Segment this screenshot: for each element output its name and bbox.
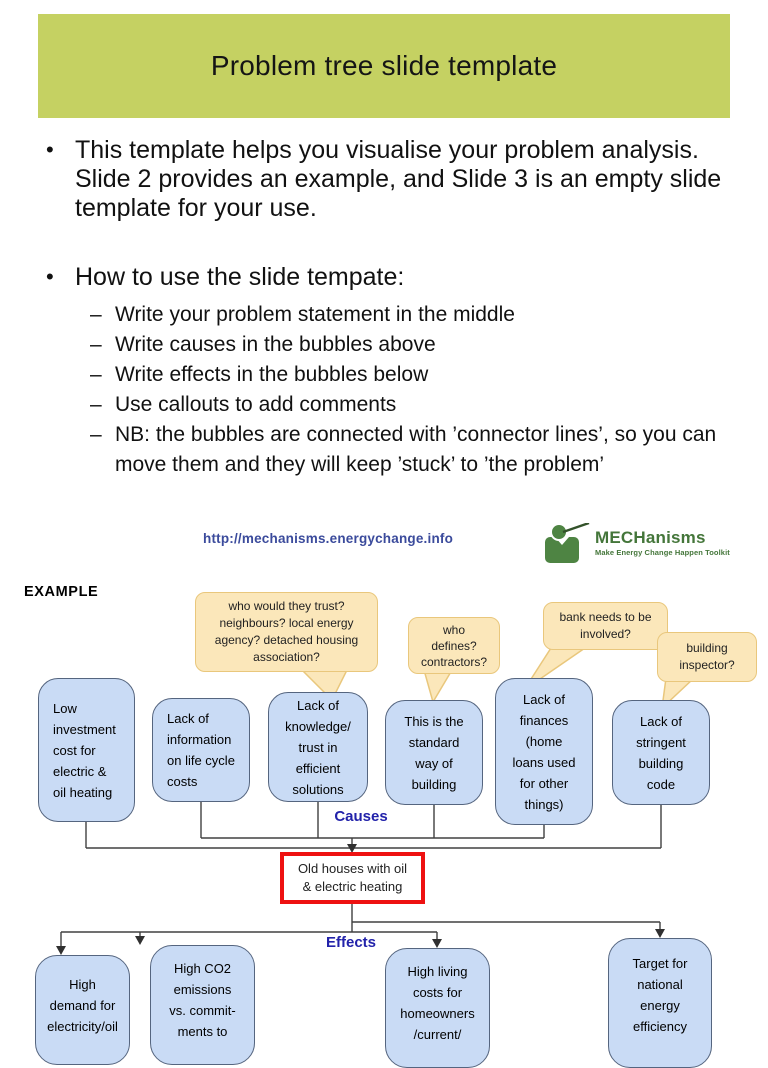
arrowhead (135, 936, 145, 945)
sub-bullet-list: – Write your problem statement in the mi… (38, 300, 738, 480)
logo-tagline: Make Energy Change Happen Toolkit (595, 548, 730, 557)
dash-marker: – (90, 303, 102, 326)
arrowhead (56, 946, 66, 955)
sub-bullet-text: Write causes in the bubbles above (115, 333, 436, 356)
mechanisms-logo: MECHanisms Make Energy Change Happen Too… (543, 523, 730, 565)
problem-tree-diagram: who would they trust?neighbours? local e… (0, 578, 768, 1068)
logo-name: MECHanisms (595, 528, 706, 547)
callout-tail (423, 669, 454, 704)
bullet-item: • This template helps you visualise your… (38, 136, 735, 223)
arrowhead (432, 939, 442, 948)
bullet-item: • How to use the slide tempate: (38, 263, 735, 292)
effects-label: Effects (325, 934, 377, 951)
arrowhead (347, 844, 357, 853)
dash-marker: – (90, 363, 102, 386)
problem-statement-box: Old houses with oil& electric heating (280, 852, 425, 904)
bullet-marker: • (46, 137, 54, 162)
bullet-marker: • (46, 264, 54, 289)
sub-bullet-text: Write your problem statement in the midd… (115, 303, 515, 326)
sub-bullet-text: NB: the bubbles are connected with ’conn… (115, 423, 717, 476)
slide-title-banner: Problem tree slide template (38, 14, 730, 118)
slide-body-text: • This template helps you visualise your… (38, 136, 738, 480)
causes-label: Causes (334, 808, 388, 825)
logo-text-block: MECHanisms Make Energy Change Happen Too… (595, 529, 730, 557)
sub-bullet-item: – NB: the bubbles are connected with ’co… (38, 420, 728, 480)
page-title: Problem tree slide template (210, 50, 558, 81)
bullet-text: This template helps you visualise your p… (75, 136, 722, 222)
arrowhead (655, 929, 665, 938)
dash-marker: – (90, 333, 102, 356)
mechanisms-logo-icon (545, 523, 590, 563)
sub-bullet-text: Write effects in the bubbles below (115, 363, 429, 386)
sub-bullet-item: – Write your problem statement in the mi… (38, 300, 728, 330)
sub-bullet-item: – Use callouts to add comments (38, 390, 728, 420)
sub-bullet-item: – Write effects in the bubbles below (38, 360, 728, 390)
bullet-text: How to use the slide tempate: (75, 263, 405, 291)
dash-marker: – (90, 393, 102, 416)
example-label: EXAMPLE (24, 584, 99, 600)
dash-marker: – (90, 423, 102, 446)
callout-trust: who would they trust?neighbours? local e… (195, 592, 378, 672)
toolkit-url-link[interactable]: http://mechanisms.energychange.info (203, 531, 454, 546)
sub-bullet-text: Use callouts to add comments (115, 393, 397, 416)
sub-bullet-item: – Write causes in the bubbles above (38, 330, 728, 360)
